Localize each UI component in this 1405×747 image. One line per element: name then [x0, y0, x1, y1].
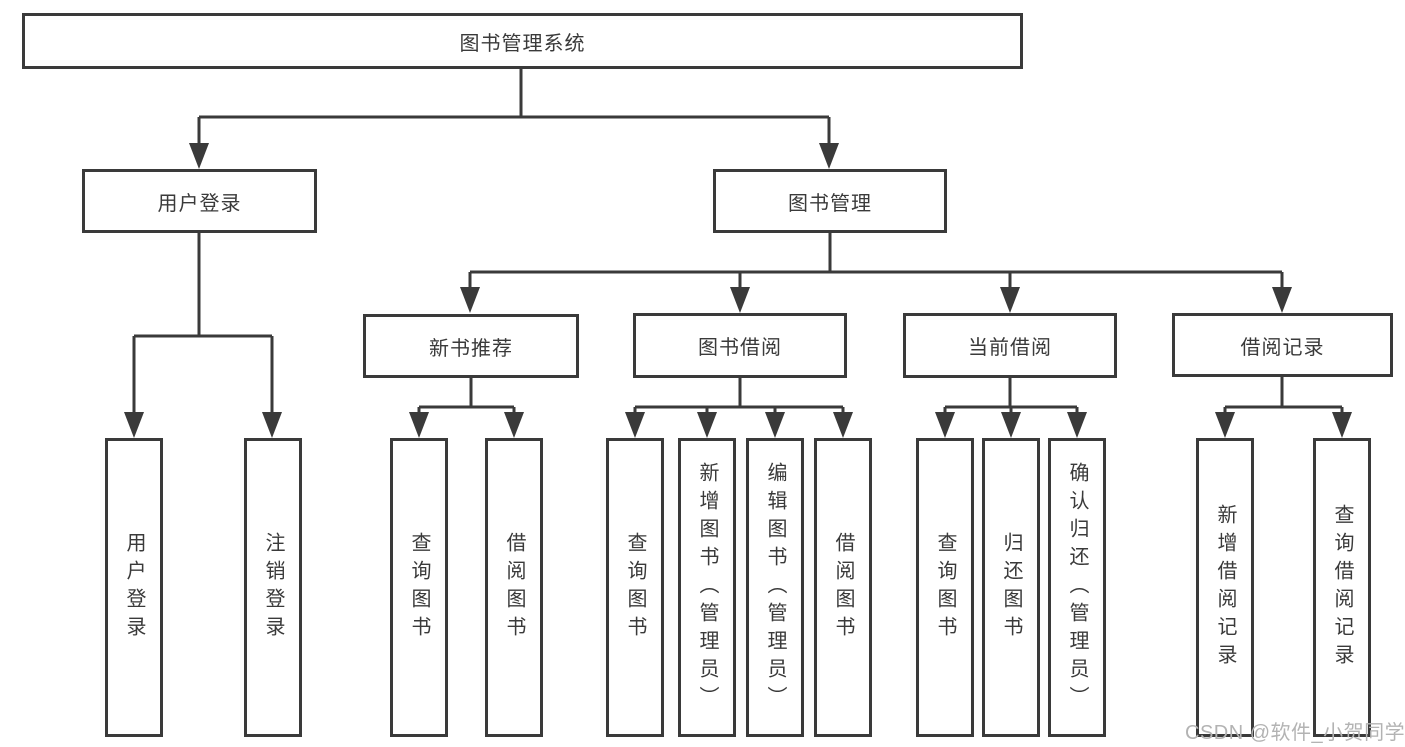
leaf-edit-book-admin: 编辑图书（管理员）	[746, 438, 804, 737]
node-library-system-label: 图书管理系统	[459, 32, 586, 55]
leaf-query-books-borrowing: 查询图书	[606, 438, 664, 737]
leaf-return-books: 归还图书	[982, 438, 1040, 737]
leaf-borrow-books-recommend: 借阅图书	[485, 438, 543, 737]
leaf-query-books-current: 查询图书	[916, 438, 974, 737]
leaf-user-login: 用户登录	[105, 438, 163, 737]
leaf-return-books-label: 归还图书	[1000, 531, 1022, 644]
node-new-book-recommend-label: 新书推荐	[429, 337, 513, 360]
leaf-logout-label: 注销登录	[262, 531, 284, 644]
leaf-borrow-books: 借阅图书	[814, 438, 872, 737]
node-borrow-records-label: 借阅记录	[1240, 336, 1325, 359]
leaf-add-book-admin-label: 新增图书（管理员）	[696, 461, 718, 714]
node-borrow-records: 借阅记录	[1172, 313, 1393, 377]
leaf-user-login-label: 用户登录	[123, 531, 145, 644]
leaf-query-borrow-record-label: 查询借阅记录	[1331, 503, 1353, 672]
node-library-system: 图书管理系统	[22, 13, 1023, 69]
node-book-borrowing-label: 图书借阅	[698, 337, 782, 359]
leaf-query-books-recommend: 查询图书	[390, 438, 448, 737]
leaf-borrow-books-label: 借阅图书	[832, 531, 854, 644]
leaf-confirm-return-admin-label: 确认归还（管理员）	[1066, 461, 1088, 714]
leaf-confirm-return-admin: 确认归还（管理员）	[1048, 438, 1106, 737]
leaf-query-books-borrowing-label: 查询图书	[624, 531, 646, 644]
leaf-add-borrow-record: 新增借阅记录	[1196, 438, 1254, 737]
leaf-query-borrow-record: 查询借阅记录	[1313, 438, 1371, 737]
leaf-logout: 注销登录	[244, 438, 302, 737]
node-book-borrowing: 图书借阅	[633, 313, 847, 378]
node-user-login: 用户登录	[82, 169, 317, 233]
node-user-login-label: 用户登录	[157, 192, 242, 215]
csdn-watermark: CSDN @软件_小贺同学	[1185, 722, 1405, 744]
leaf-edit-book-admin-label: 编辑图书（管理员）	[764, 461, 786, 714]
node-book-management-label: 图书管理	[788, 192, 872, 215]
node-new-book-recommend: 新书推荐	[363, 314, 579, 378]
leaf-borrow-books-recommend-label: 借阅图书	[503, 531, 525, 644]
leaf-query-books-current-label: 查询图书	[934, 531, 956, 644]
leaf-add-borrow-record-label: 新增借阅记录	[1214, 503, 1236, 672]
leaf-query-books-recommend-label: 查询图书	[408, 531, 430, 644]
node-current-borrowing-label: 当前借阅	[968, 337, 1052, 359]
leaf-add-book-admin: 新增图书（管理员）	[678, 438, 736, 737]
node-current-borrowing: 当前借阅	[903, 313, 1117, 378]
node-book-management: 图书管理	[713, 169, 947, 233]
